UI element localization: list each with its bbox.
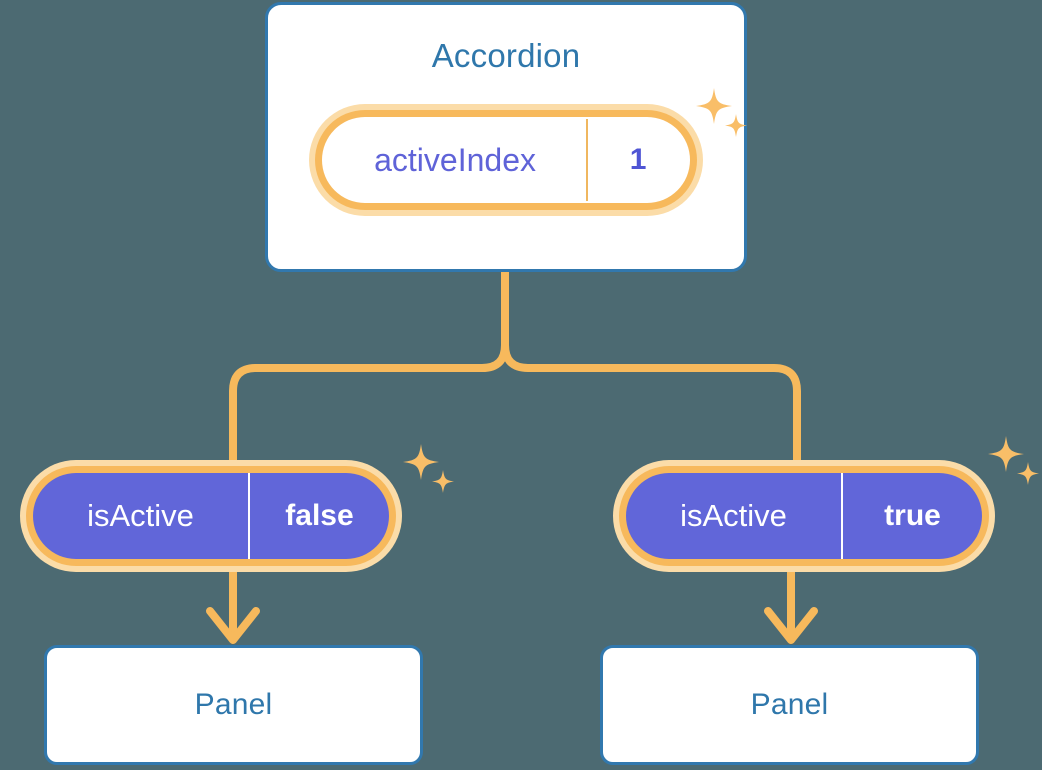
state-value-label: true [841,473,982,559]
sparkle-icon [1017,462,1039,485]
panel-node-left[interactable]: Panel [44,645,423,765]
arrow-down-icon [206,570,260,644]
accordion-node-title: Accordion [431,37,581,74]
state-pill-activeindex[interactable]: activeIndex 1 [309,104,703,216]
panel-node-title: Panel [750,688,829,721]
state-value-label: false [248,473,389,559]
state-pill-isactive-right[interactable]: isActive true [613,460,995,572]
state-value-label: 1 [586,119,688,201]
state-key-label: activeIndex [374,141,536,178]
sparkle-icon [988,436,1024,472]
sparkle-group [982,432,1042,499]
sparkle-icon [403,444,439,480]
state-key-label: isActive [680,498,787,533]
sparkle-group [397,440,459,507]
branch-connector-icon [229,268,801,474]
panel-node-title: Panel [194,688,273,721]
state-pill-isactive-left[interactable]: isActive false [20,460,402,572]
sparkle-icon [432,470,454,493]
state-key-label: isActive [87,498,194,533]
panel-node-right[interactable]: Panel [600,645,979,765]
arrow-down-icon [764,570,818,644]
